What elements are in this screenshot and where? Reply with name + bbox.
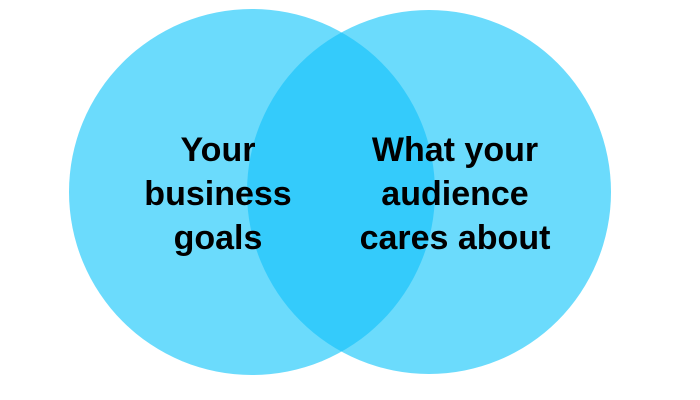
left-circle-label: Your business goals [144, 131, 292, 257]
overlap-region [247, 10, 435, 374]
right-circle-label: What your audience cares about [359, 131, 551, 257]
